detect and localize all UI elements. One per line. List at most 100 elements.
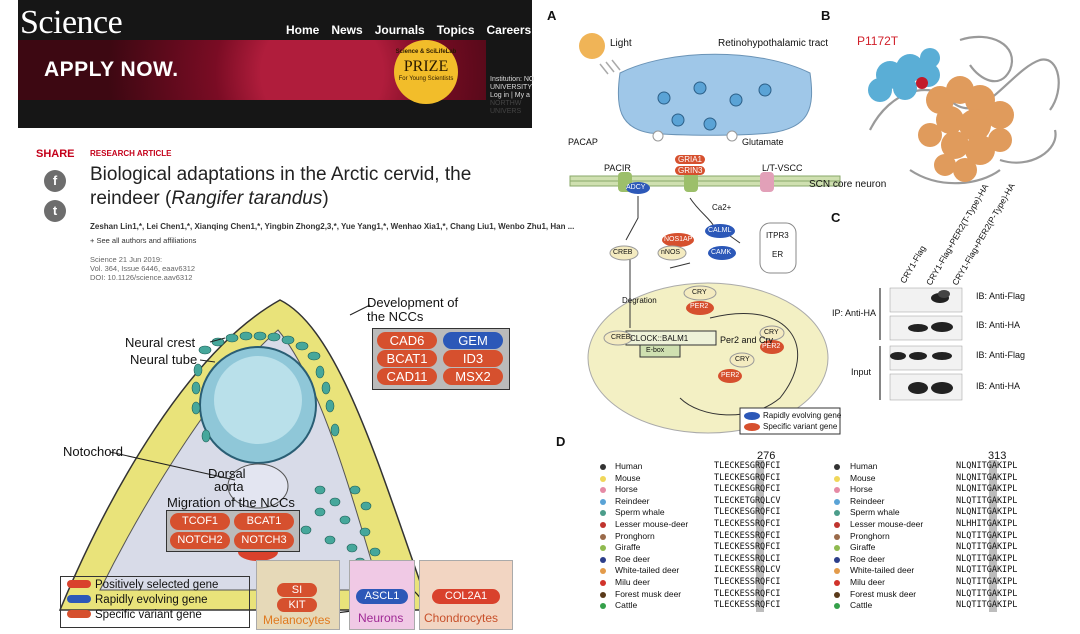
ebox-label: E-box xyxy=(646,347,665,354)
sequence-segment: TLECKESSRQFCI xyxy=(714,588,781,599)
institution-info: Institution: NO UNIVERSITY Log in | My a… xyxy=(490,76,534,116)
ad-apply-now[interactable]: APPLY NOW. xyxy=(44,58,179,81)
western-blot xyxy=(879,287,963,401)
scn-label: SCN core neuron xyxy=(809,179,887,190)
prize-main-text: PRIZE xyxy=(403,58,449,75)
dorsal-label: Dorsal xyxy=(208,466,246,481)
light-rays xyxy=(599,59,621,75)
species-color-dot xyxy=(600,475,606,482)
species-name: Roe deer xyxy=(615,553,650,564)
adcy-label: ADCY xyxy=(626,184,646,191)
camk-shape xyxy=(708,246,736,260)
vscc-label: L/T-VSCC xyxy=(762,163,803,173)
species-color-dot xyxy=(600,568,606,575)
species-name: Forest musk deer xyxy=(850,588,917,599)
presynaptic-terminal xyxy=(617,53,813,136)
sequence-segment: NLQTITGAKIPL xyxy=(956,530,1018,541)
gene-cad6: CAD6 xyxy=(377,332,437,349)
vesicles xyxy=(657,81,772,131)
twitter-icon[interactable]: t xyxy=(44,200,66,222)
sequence-segment: TLECKESGRQFCI xyxy=(714,507,781,518)
ip-label: IP: Anti-HA xyxy=(832,308,877,318)
gene-bcat1: BCAT1 xyxy=(377,350,437,367)
species-name: Lesser mouse-deer xyxy=(615,519,689,529)
sequence-segment: TLECKESSRQFCI xyxy=(714,519,781,529)
adcy-shape xyxy=(626,182,650,194)
dev-line-1: Development of xyxy=(367,295,459,310)
creb-label: CREB xyxy=(613,249,633,256)
institution-line: UNIVERS xyxy=(490,108,522,115)
species-name: Giraffe xyxy=(615,542,641,553)
species-name: Cattle xyxy=(850,600,873,611)
per2-3-label: PER2 xyxy=(721,372,740,379)
er-label: ER xyxy=(772,250,784,259)
leader-lines xyxy=(109,304,371,481)
mutation-site xyxy=(916,77,928,89)
release-sites xyxy=(652,130,738,142)
gene-si: SI xyxy=(277,583,317,597)
gene-kit: KIT xyxy=(277,598,317,612)
nav-journals[interactable]: Journals xyxy=(374,23,425,37)
left-legend: Positively selected gene Rapidly evolvin… xyxy=(60,576,250,628)
sequence-segment: TLECKESGRQFCI xyxy=(714,484,781,495)
nnos-shape xyxy=(657,245,687,261)
legend-positive: Positively selected gene xyxy=(67,579,218,591)
sequence-segment: NLQTITGAKIPL xyxy=(956,553,1018,564)
species-color-dot xyxy=(834,498,840,505)
light-label: Light xyxy=(610,38,632,49)
science-logo[interactable]: Science xyxy=(20,4,123,41)
calml-label: CALML xyxy=(708,227,732,234)
calml-shape xyxy=(705,224,735,238)
species-color-dot xyxy=(834,475,840,482)
species-color-dot xyxy=(600,556,606,563)
creb-shape xyxy=(609,245,639,261)
species-name: Mouse xyxy=(615,472,641,483)
blot-label-3: IB: Anti-Flag xyxy=(976,350,1026,360)
species-name: Horse xyxy=(850,484,873,495)
species-name: Milu deer xyxy=(850,577,885,587)
species-color-dot xyxy=(834,464,840,470)
species-color-dot xyxy=(600,487,606,494)
see-all-authors-link[interactable]: + See all authors and affiliations xyxy=(90,236,197,245)
per2-cry-label: Per2 and Cry xyxy=(720,335,774,345)
species-color-dot xyxy=(834,591,840,598)
species-color-dot xyxy=(834,510,840,517)
login-link[interactable]: Log in | My a xyxy=(490,92,530,99)
glutamate-label: Glutamate xyxy=(742,137,784,147)
camk-label: CAMK xyxy=(711,249,732,256)
sequence-segment: NLQTITGAKIPL xyxy=(956,588,1018,599)
sequence-segment: NLQNITGAKIPL xyxy=(956,472,1018,483)
species-color-dot xyxy=(834,556,840,563)
facebook-icon[interactable]: f xyxy=(44,170,66,192)
nav-news[interactable]: News xyxy=(331,23,363,37)
species-name: Pronghorn xyxy=(615,530,655,541)
sequence-segment: NLQTITGAKIPL xyxy=(956,600,1018,611)
species-color-dot xyxy=(834,580,840,586)
nos1ap-shape xyxy=(662,233,694,247)
sequence-segment: TLECKESSRQFCI xyxy=(714,577,781,587)
sequence-segment: NLQNITGAKIPL xyxy=(956,507,1018,518)
creb-nuc-label: CREB xyxy=(611,334,631,341)
species-name: Milu deer xyxy=(615,577,650,587)
author-list: Zeshan Lin1,*, Lei Chen1,*, Xianqing Che… xyxy=(90,222,575,231)
gene-gem: GEM xyxy=(443,332,503,349)
degration-label: Degration xyxy=(622,296,657,305)
sequence-segment: NLQNITGAKIPL xyxy=(956,484,1018,495)
species-name: White-tailed deer xyxy=(850,565,915,576)
species-color-dot xyxy=(834,533,840,540)
light-icon xyxy=(579,33,605,59)
nav-topics[interactable]: Topics xyxy=(436,23,475,37)
nav-home[interactable]: Home xyxy=(286,23,320,37)
gene-col2a1: COL2A1 xyxy=(432,589,500,604)
ad-banner[interactable]: APPLY NOW. Science & SciLifeLab PRIZE Fo… xyxy=(18,40,486,104)
chondrocytes-label: Chondrocytes xyxy=(424,611,499,625)
species-name: Mouse xyxy=(850,472,876,483)
article-title: Biological adaptations in the Arctic cer… xyxy=(90,163,510,211)
nnos-label: nNOS xyxy=(661,249,681,256)
neural-crest-label: Neural crest xyxy=(125,335,196,350)
nav-careers[interactable]: Careers xyxy=(486,23,532,37)
title-end: ) xyxy=(322,188,329,209)
pacap-label: PACAP xyxy=(568,137,598,147)
species-color-dot xyxy=(600,533,606,540)
neural-tube-label: Neural tube xyxy=(130,352,198,367)
